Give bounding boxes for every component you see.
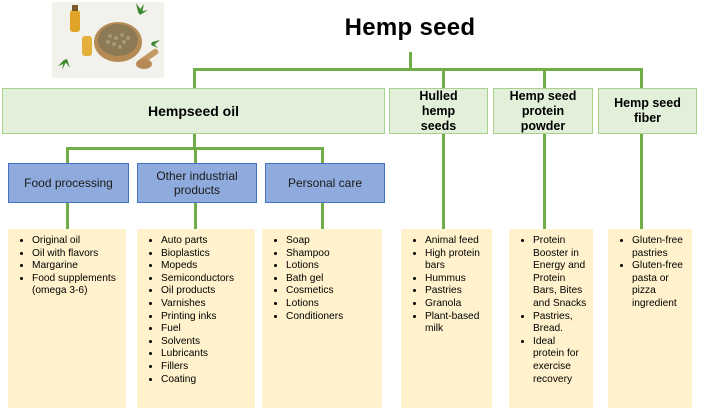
list-item: Printing inks [161,311,251,324]
connector-top-bus [193,68,642,71]
list-item: Bath gel [286,273,378,286]
list-food-processing: Original oil Oil with flavors Margarine … [8,229,126,408]
list-item: Oil products [161,285,251,298]
list-item: Hummus [425,273,488,286]
list-item: Solvents [161,336,251,349]
list-other-industrial-products: Auto parts Bioplastics Mopeds Semiconduc… [137,229,255,408]
subcategory-label: Other industrial products [156,169,238,197]
category-hemp-seed-protein-powder: Hemp seed protein powder [493,88,593,134]
list-item: Conditioners [286,311,378,324]
connector-industrial-list [194,203,197,229]
list-item: Protein Booster in Energy and Protein Ba… [533,235,589,311]
list-item: Original oil [32,235,122,248]
connector-personal-drop [321,147,324,163]
list-item: Animal feed [425,235,488,248]
list-hulled-hemp-seeds: Animal feed High protein bars Hummus Pas… [401,229,492,408]
category-label: Hemp seed fiber [614,96,681,125]
list-item: Gluten-free pasta or pizza ingredient [632,260,688,310]
list-item: Ideal protein for exercise recovery [533,336,589,386]
connector-personal-list [321,203,324,229]
list-item: Lotions [286,260,378,273]
connector-industrial-drop [194,147,197,163]
category-label: Hempseed oil [147,102,240,119]
list-item: Pastries [425,285,488,298]
list-item: Plant-based milk [425,311,488,336]
category-label: Hemp seed protein powder [509,88,577,133]
list-item: Margarine [32,260,122,273]
category-label: Hulled hemp seeds [419,88,458,133]
subcategory-label: Food processing [24,176,113,190]
list-hemp-seed-fiber: Gluten-free pastries Gluten-free pasta o… [608,229,692,408]
hemp-leaf-icon [58,3,160,70]
list-item: Lubricants [161,348,251,361]
list-item: Food supplements (omega 3-6) [32,273,122,298]
connector-food-list [66,203,69,229]
list-item: Semiconductors [161,273,251,286]
list-item: Pastries, Bread. [533,311,589,336]
connector-protein-drop [543,68,546,88]
subcategory-other-industrial-products: Other industrial products [137,163,257,203]
category-hulled-hemp-seeds: Hulled hemp seeds [389,88,488,134]
connector-fiber-list [640,134,643,229]
list-item: Shampoo [286,248,378,261]
list-item: Auto parts [161,235,251,248]
list-item: Gluten-free pastries [632,235,688,260]
connector-food-drop [66,147,69,163]
connector-protein-list [543,134,546,229]
list-item: Lotions [286,298,378,311]
list-item: Bioplastics [161,248,251,261]
list-item: High protein bars [425,248,488,273]
list-item: Granola [425,298,488,311]
connector-hulled-list [442,134,445,229]
subcategory-food-processing: Food processing [8,163,129,203]
list-item: Soap [286,235,378,248]
connector-title-stem [409,52,412,70]
list-item: Mopeds [161,260,251,273]
hemp-photo-illustration [52,2,164,78]
connector-hulled-drop [442,68,445,88]
category-hempseed-oil: Hempseed oil [2,88,385,134]
list-item: Fillers [161,361,251,374]
list-item: Coating [161,374,251,387]
list-item: Cosmetics [286,285,378,298]
list-item: Varnishes [161,298,251,311]
list-personal-care: Soap Shampoo Lotions Bath gel Cosmetics … [262,229,382,408]
list-item: Fuel [161,323,251,336]
connector-oil-drop [193,68,196,88]
list-hemp-seed-protein-powder: Protein Booster in Energy and Protein Ba… [509,229,593,408]
diagram-title: Hemp seed [344,14,476,41]
hemp-seed-photo [52,2,164,78]
list-item: Oil with flavors [32,248,122,261]
connector-oil-stem [193,134,196,149]
connector-fiber-drop [640,68,643,88]
subcategory-label: Personal care [287,176,363,190]
category-hemp-seed-fiber: Hemp seed fiber [598,88,697,134]
subcategory-personal-care: Personal care [265,163,385,203]
